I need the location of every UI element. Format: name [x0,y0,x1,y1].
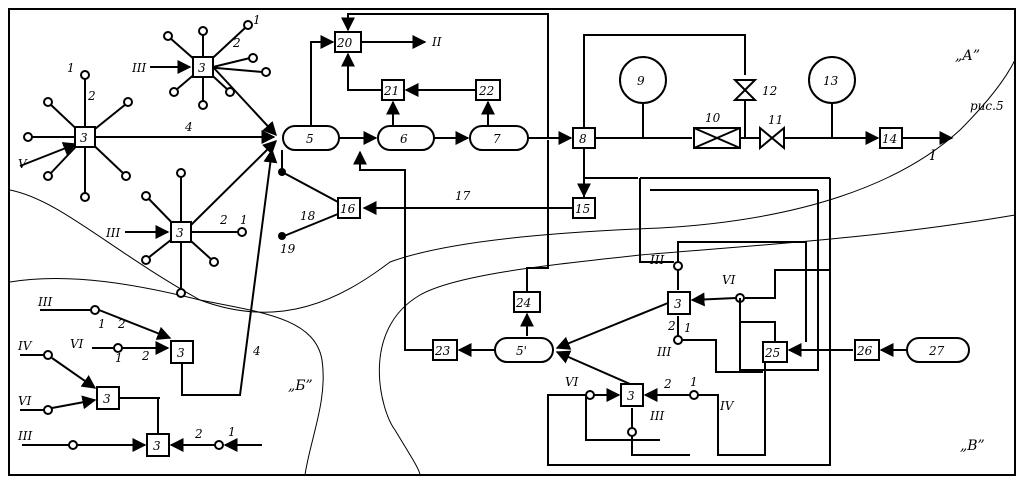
svg-text:18: 18 [300,209,316,223]
separator-5: 5 [282,125,340,151]
svg-text:19: 19 [280,242,296,256]
svg-text:VI: VI [70,337,84,351]
svg-text:1: 1 [690,375,698,389]
svg-text:3: 3 [176,226,184,240]
svg-text:1: 1 [240,213,248,227]
zone-label-v: „В” [960,438,985,454]
svg-text:2: 2 [663,377,672,391]
node-26 [854,339,880,361]
svg-text:1: 1 [98,317,106,331]
svg-text:17: 17 [455,189,471,203]
svg-text:24: 24 [515,296,531,310]
svg-text:6: 6 [400,132,408,146]
label-1: 1 [67,61,75,75]
svg-text:IV: IV [17,339,33,353]
svg-text:3: 3 [177,346,185,360]
svg-text:12: 12 [762,84,777,98]
svg-text:2: 2 [117,317,126,331]
svg-text:4: 4 [252,344,261,358]
svg-text:III: III [649,253,664,267]
svg-text:IV: IV [719,399,735,413]
svg-text:11: 11 [768,113,783,127]
output-I: I [929,148,936,164]
svg-text:VI: VI [18,394,32,408]
svg-text:2: 2 [232,36,241,50]
node-3-lower [620,383,644,407]
separator-7: 7 [469,125,529,151]
figure-label: рис.5 [970,99,1004,113]
svg-text:VI: VI [565,375,579,389]
svg-text:VI: VI [722,273,736,287]
valve-12 [732,79,758,101]
zone-boundary-b [9,278,324,476]
label-2: 2 [87,89,96,103]
output-II: II [431,35,442,49]
svg-text:2: 2 [219,213,228,227]
svg-text:2: 2 [667,319,676,333]
svg-text:1: 1 [253,13,261,27]
tank-13 [808,56,856,104]
svg-text:9: 9 [637,74,645,88]
zone-label-b: „Б” [288,378,313,394]
svg-text:7: 7 [493,132,501,146]
tank-27 [906,337,970,363]
svg-text:13: 13 [823,74,839,88]
svg-text:III: III [649,409,664,423]
zone-label-a: „А” [955,48,980,64]
svg-text:1: 1 [115,351,123,365]
valve-11 [759,125,785,151]
node-3-label: 3 [198,61,206,75]
svg-text:25: 25 [764,346,780,360]
svg-text:III: III [656,345,671,359]
well-cluster-1: 3 1 2 V [18,61,133,202]
svg-text:14: 14 [882,132,897,146]
label-V-a: V [18,157,28,171]
tank-9 [619,56,667,104]
well-cluster-2: 3 1 2 III [131,13,271,110]
node-3-label: 3 [80,131,88,145]
zone-b-network: 1 2 III 1 2 VI 3 IV VI 3 III 3 2 1 [17,148,278,457]
zone-boundary-v [378,214,1016,476]
svg-text:20: 20 [336,36,353,50]
svg-text:15: 15 [575,202,590,216]
svg-text:III: III [105,226,120,240]
svg-text:23: 23 [434,344,451,358]
frame [8,8,1016,476]
node-16 [337,197,361,219]
svg-text:22: 22 [478,84,494,98]
svg-text:3: 3 [627,389,635,403]
svg-text:8: 8 [579,132,587,146]
svg-text:1: 1 [228,425,236,439]
svg-text:21: 21 [383,84,399,98]
svg-text:III: III [17,429,32,443]
svg-text:16: 16 [340,202,356,216]
svg-text:10: 10 [705,111,721,125]
separator-6: 6 [377,125,435,151]
svg-text:III: III [37,295,52,309]
svg-text:1: 1 [684,321,692,335]
svg-text:2: 2 [141,349,150,363]
svg-text:27: 27 [928,344,945,358]
svg-text:2: 2 [194,427,203,441]
well-cluster-3: 3 2 1 III [105,168,248,298]
svg-text:5': 5' [516,344,527,358]
zone-boundary-a [9,59,1016,313]
svg-text:3: 3 [103,392,111,406]
svg-text:3: 3 [674,297,682,311]
svg-text:26: 26 [856,344,873,358]
svg-text:3: 3 [153,439,161,453]
svg-text:4: 4 [184,120,193,134]
svg-text:5: 5 [306,132,314,146]
svg-text:III: III [131,61,146,75]
